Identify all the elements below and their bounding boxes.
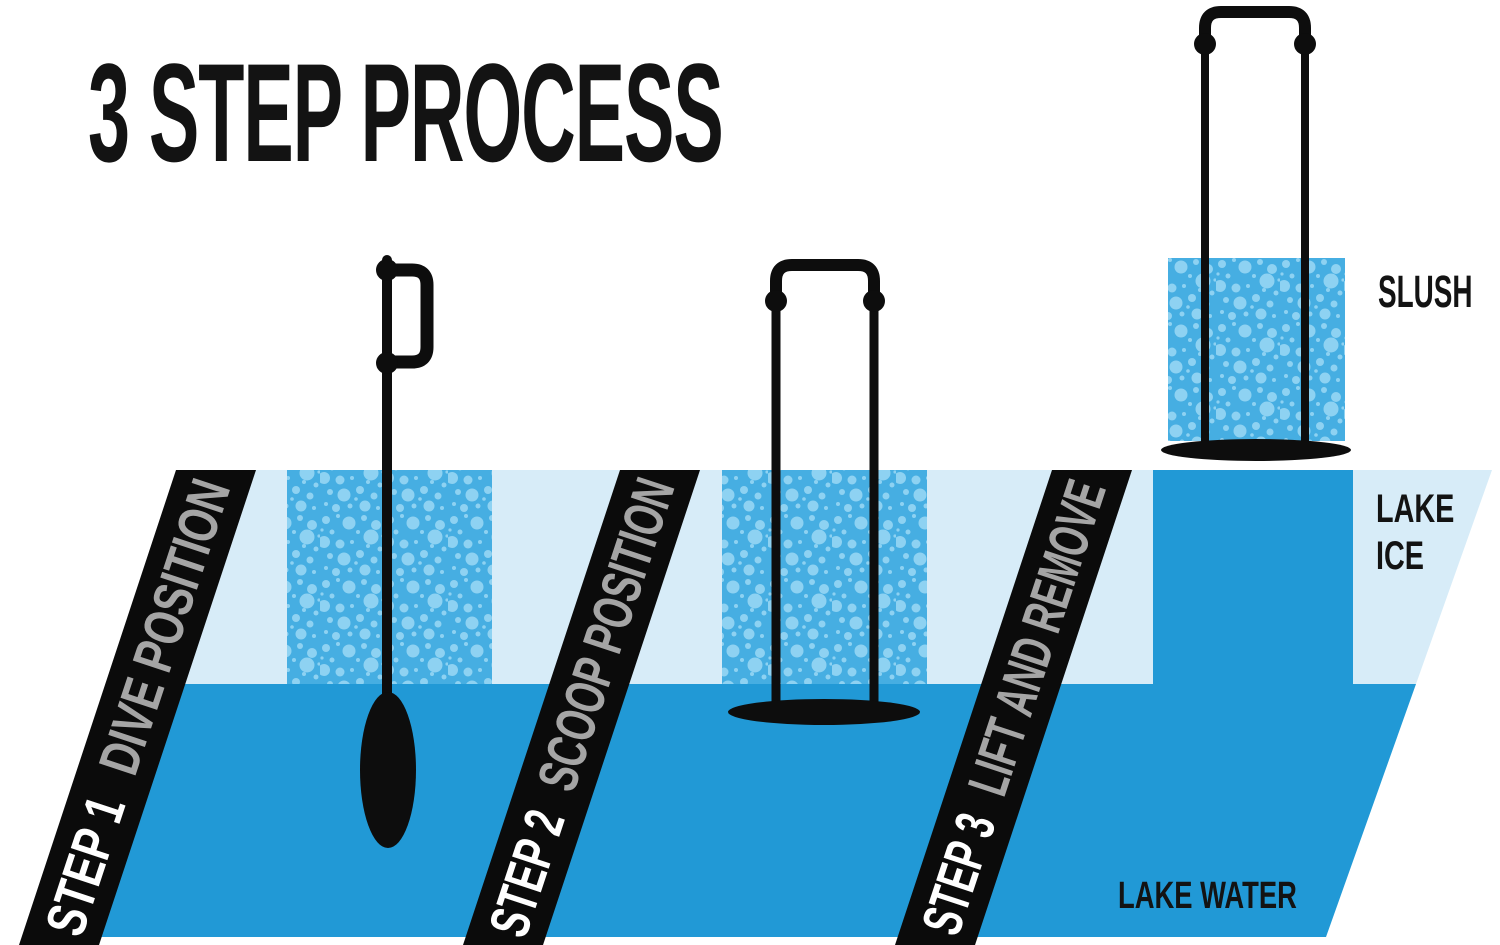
- tool-step1-dive: [380, 255, 434, 710]
- tool3-handle: [1199, 6, 1311, 50]
- page-title: 3 STEP PROCESS: [88, 34, 723, 191]
- slush-block-lifted-step3: [1168, 258, 1345, 441]
- slush-column-step2: [722, 470, 927, 684]
- tool-step2-fittings: [728, 290, 920, 725]
- tool3-scoop-plate: [1161, 439, 1351, 461]
- lake-ice-label-line1: LAKE: [1376, 486, 1454, 531]
- slush-label: SLUSH: [1378, 266, 1473, 316]
- tool1-handle: [380, 263, 434, 369]
- tool2-handle: [770, 259, 880, 306]
- tool1-scoop-blade: [360, 692, 416, 848]
- step-bands: [19, 470, 1132, 945]
- tool3-pivot-left: [1194, 33, 1216, 55]
- tool-step2-scoop: [770, 259, 880, 711]
- removed-ice-hole: [1153, 470, 1353, 684]
- lake-ice-label: LAKE ICE: [1376, 486, 1454, 578]
- title-group: 3 STEP PROCESS: [88, 34, 724, 191]
- lake-ice-label-line2: ICE: [1376, 533, 1424, 578]
- tool2-pivot-left: [765, 290, 787, 312]
- step1-band: [19, 470, 256, 945]
- tool-step3-lift: [1199, 6, 1311, 452]
- tool1-pivot-bottom: [376, 352, 398, 374]
- step2-band: [463, 470, 700, 945]
- tool2-pivot-right: [863, 290, 885, 312]
- lake-water-label: LAKE WATER: [1118, 875, 1297, 917]
- tool-step1-fittings: [360, 259, 416, 848]
- step3-band: [895, 470, 1132, 945]
- tool1-pivot-top: [376, 259, 398, 281]
- tool2-scoop-plate: [728, 699, 920, 725]
- tool-step3-fittings: [1161, 33, 1351, 461]
- tool3-pivot-right: [1294, 33, 1316, 55]
